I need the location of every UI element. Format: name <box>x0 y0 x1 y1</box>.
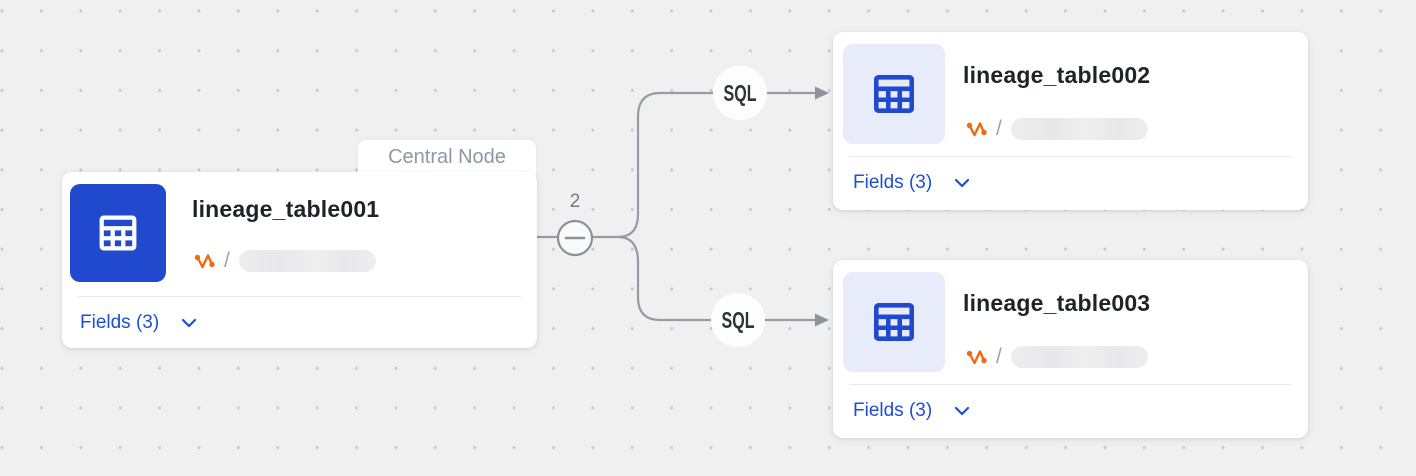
fields-label: Fields (3) <box>853 400 933 421</box>
lineage-branch-icon <box>966 122 987 137</box>
central-node-tag-label: Central Node <box>388 146 506 168</box>
lineage-branch-icon <box>194 254 215 269</box>
arrowhead-icon <box>815 86 829 100</box>
card-divider <box>849 156 1292 157</box>
sql-label-text: SQL <box>724 80 757 106</box>
card-divider <box>78 296 521 297</box>
edge-to-table003 <box>617 235 815 322</box>
path-separator: / <box>224 249 230 272</box>
lineage-branch-icon <box>966 350 987 365</box>
node-source-path: / <box>965 344 1148 370</box>
table-icon <box>843 272 945 372</box>
fields-label: Fields (3) <box>853 172 933 193</box>
lineage-node-card-table003[interactable]: lineage_table003 / Fields (3) <box>833 260 1308 438</box>
path-separator: / <box>996 117 1002 140</box>
redacted-path-text <box>1010 118 1148 140</box>
fields-toggle-button[interactable]: Fields (3) <box>853 392 970 430</box>
sql-label-circle[interactable] <box>711 293 765 347</box>
chevron-down-icon <box>955 178 970 188</box>
card-divider <box>849 384 1292 385</box>
child-count-label: 2 <box>570 191 581 212</box>
redacted-path-text <box>238 250 376 272</box>
chevron-down-icon <box>955 406 970 416</box>
node-title: lineage_table003 <box>963 290 1151 316</box>
node-source-path: / <box>193 248 376 274</box>
table-icon <box>70 184 166 282</box>
edge-label-sql-top[interactable]: SQL <box>713 66 767 120</box>
sql-label-text: SQL <box>722 307 755 333</box>
edge-label-sql-bottom[interactable]: SQL <box>711 293 765 347</box>
lineage-node-card-table002[interactable]: lineage_table002 / Fields (3) <box>833 32 1308 210</box>
node-title: lineage_table002 <box>963 62 1151 88</box>
collapse-children-button[interactable]: 2 <box>556 191 594 257</box>
arrowhead-icon <box>815 313 829 327</box>
table-icon <box>843 44 945 144</box>
fields-toggle-button[interactable]: Fields (3) <box>853 164 970 202</box>
sql-label-circle[interactable] <box>713 66 767 120</box>
fields-label: Fields (3) <box>80 312 160 333</box>
node-source-path: / <box>965 116 1148 142</box>
chevron-down-icon <box>182 318 197 328</box>
path-separator: / <box>996 345 1002 368</box>
lineage-node-card-table001[interactable]: lineage_table001 / Fields (3) <box>62 172 537 348</box>
node-title: lineage_table001 <box>192 196 380 222</box>
fields-toggle-button[interactable]: Fields (3) <box>80 304 197 342</box>
redacted-path-text <box>1010 346 1148 368</box>
edge-to-table002 <box>617 91 815 239</box>
